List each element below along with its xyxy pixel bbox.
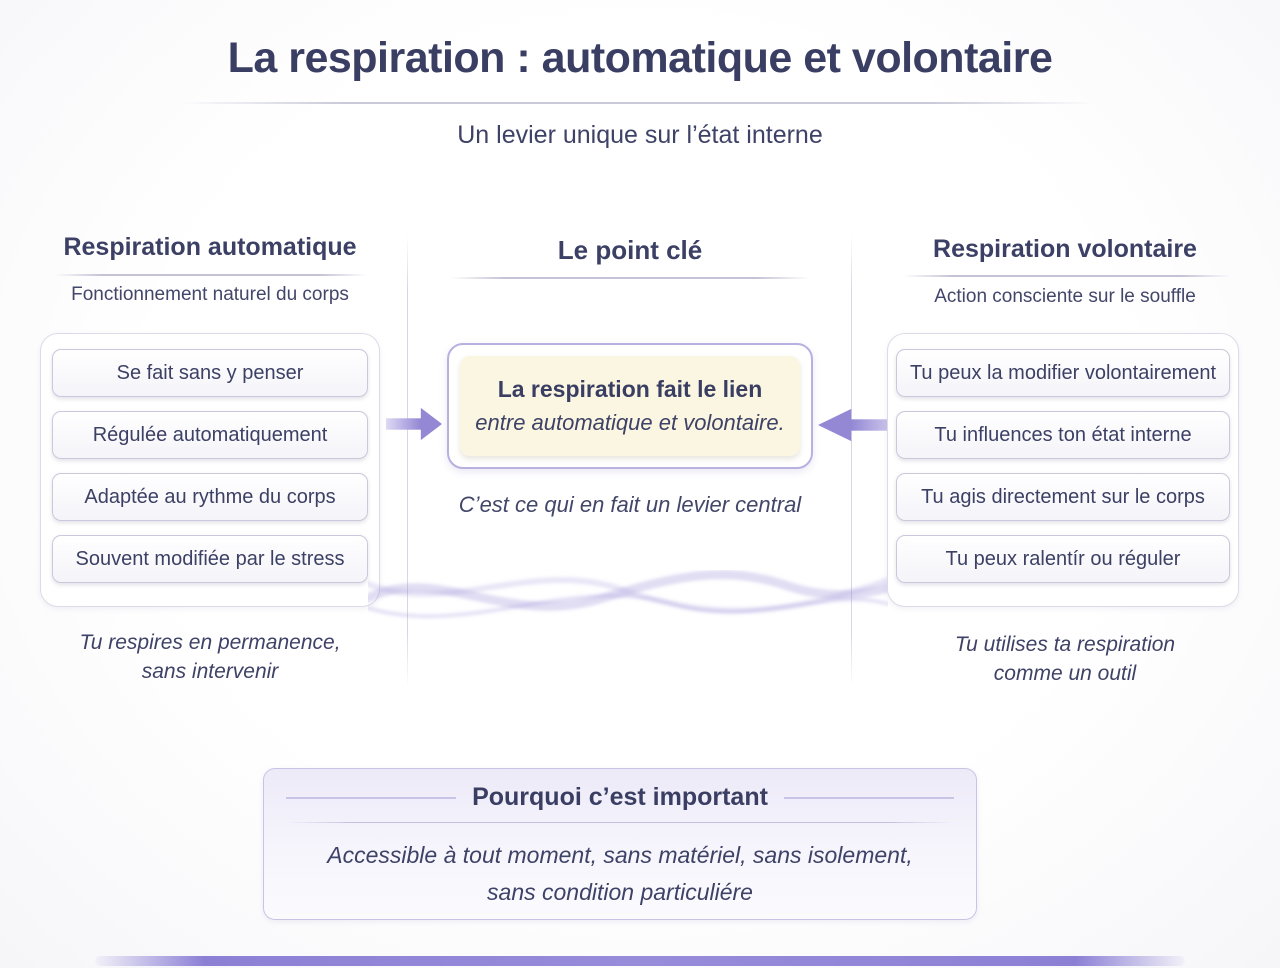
center-caption: C’est ce qui en fait un levier central: [458, 492, 802, 517]
importance-text-line2: sans condition particuliére: [487, 879, 753, 905]
importance-text: Accessible à tout moment, sans matériel,…: [284, 837, 956, 911]
column-divider-right: [851, 235, 852, 687]
importance-rule-right: [783, 796, 955, 799]
column-center-title-divider: [450, 277, 810, 279]
key-point-box: La respiration fait le lien entre automa…: [447, 343, 813, 469]
column-right-title: Respiration volontaire: [933, 235, 1197, 263]
importance-box: Pourquoi c’est important Accessible à to…: [263, 768, 977, 920]
list-item: Tu agis directement sur le corps: [896, 473, 1230, 521]
list-item: Tu influences ton état interne: [896, 411, 1230, 459]
column-left-title-divider: [55, 274, 367, 276]
column-right-title-divider: [903, 275, 1231, 277]
bottom-accent-bar: [95, 956, 1185, 966]
column-left-title: Respiration automatique: [63, 233, 357, 261]
page-title: La respiration : automatique et volontai…: [227, 34, 1053, 82]
list-item: Tu peux ralentír ou réguler: [896, 535, 1230, 583]
list-item: Régulée automatiquement: [52, 411, 368, 459]
importance-divider: [286, 822, 954, 823]
key-point-line1: La respiration fait le lien: [497, 376, 763, 402]
importance-header: Pourquoi c’est important: [286, 783, 955, 812]
column-center-title: Le point clé: [557, 235, 703, 265]
column-left-footer: Tu respires en permanence, sans interven…: [30, 628, 390, 686]
column-right-footer-line1: Tu utilises ta respiration: [954, 633, 1176, 656]
importance-title: Pourquoi c’est important: [472, 783, 768, 811]
key-point-highlight: La respiration fait le lien entre automa…: [460, 356, 800, 456]
waves-decoration: [368, 570, 888, 619]
list-item: Tu peux la modifier volontairement: [896, 349, 1230, 397]
list-item: Se fait sans y penser: [52, 349, 368, 397]
column-left-subtitle: Fonctionnement naturel du corps: [71, 284, 349, 305]
page-subtitle: Un levier unique sur l’état interne: [457, 121, 823, 149]
column-left-items-container: Se fait sans y penser Régulée automatiqu…: [40, 333, 380, 607]
column-right-items-container: Tu peux la modifier volontairement Tu in…: [887, 333, 1239, 607]
arrow-left-icon: [818, 408, 906, 442]
column-left-footer-line1: Tu respires en permanence,: [79, 631, 341, 654]
key-point-line2: entre automatique et volontaire.: [475, 410, 785, 435]
list-item: Souvent modifiée par le stress: [52, 535, 368, 583]
arrow-right-icon: [386, 407, 442, 441]
column-left-footer-line2: sans intervenir: [141, 660, 279, 683]
column-right-footer-line2: comme un outil: [993, 662, 1137, 685]
importance-rule-left: [286, 796, 457, 799]
title-divider: [180, 102, 1095, 104]
column-divider-left: [407, 235, 408, 687]
column-right-subtitle: Action consciente sur le souffle: [934, 286, 1196, 307]
column-right-footer: Tu utilises ta respiration comme un outi…: [885, 630, 1245, 688]
list-item: Adaptée au rythme du corps: [52, 473, 368, 521]
importance-text-line1: Accessible à tout moment, sans matériel,…: [327, 842, 913, 868]
